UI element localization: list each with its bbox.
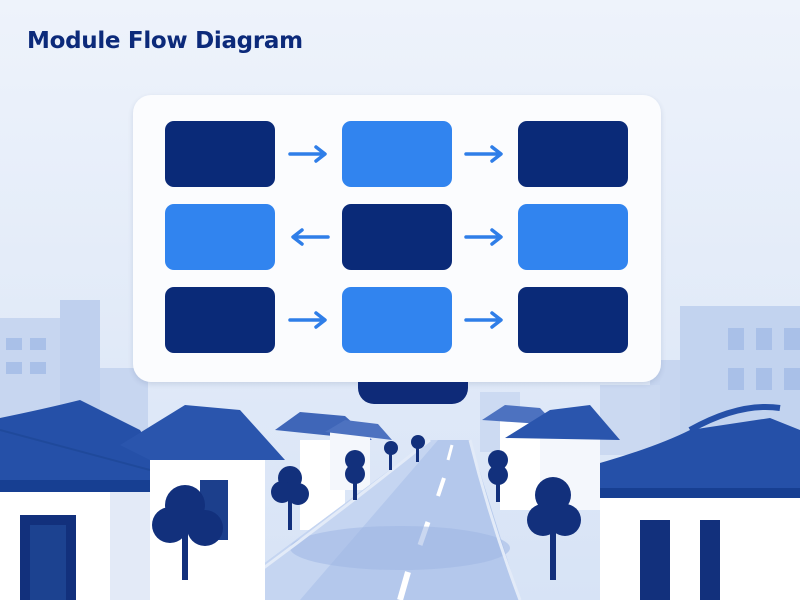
board-stand: [358, 382, 468, 404]
module-box: [518, 204, 628, 270]
module-box: [342, 287, 452, 353]
module-box: [342, 204, 452, 270]
module-box: [518, 287, 628, 353]
arrow-right-icon: [464, 228, 503, 246]
arrow-right-icon: [464, 145, 503, 163]
module-box: [165, 287, 275, 353]
module-box: [518, 121, 628, 187]
tree-icon: [152, 435, 581, 580]
arrow-right-icon: [287, 145, 327, 163]
module-box: [165, 204, 275, 270]
road-icon: [215, 438, 522, 600]
arrow-right-icon: [287, 311, 327, 329]
module-box: [165, 121, 275, 187]
traditional-house-icon: [505, 403, 800, 600]
traditional-house-icon: [0, 400, 172, 600]
arrow-left-icon: [290, 228, 330, 246]
diagram-title: Module Flow Diagram: [27, 28, 303, 54]
module-box: [342, 121, 452, 187]
diagram-board: [133, 95, 661, 382]
arrow-right-icon: [464, 311, 503, 329]
traditional-house-icon: [120, 405, 285, 600]
